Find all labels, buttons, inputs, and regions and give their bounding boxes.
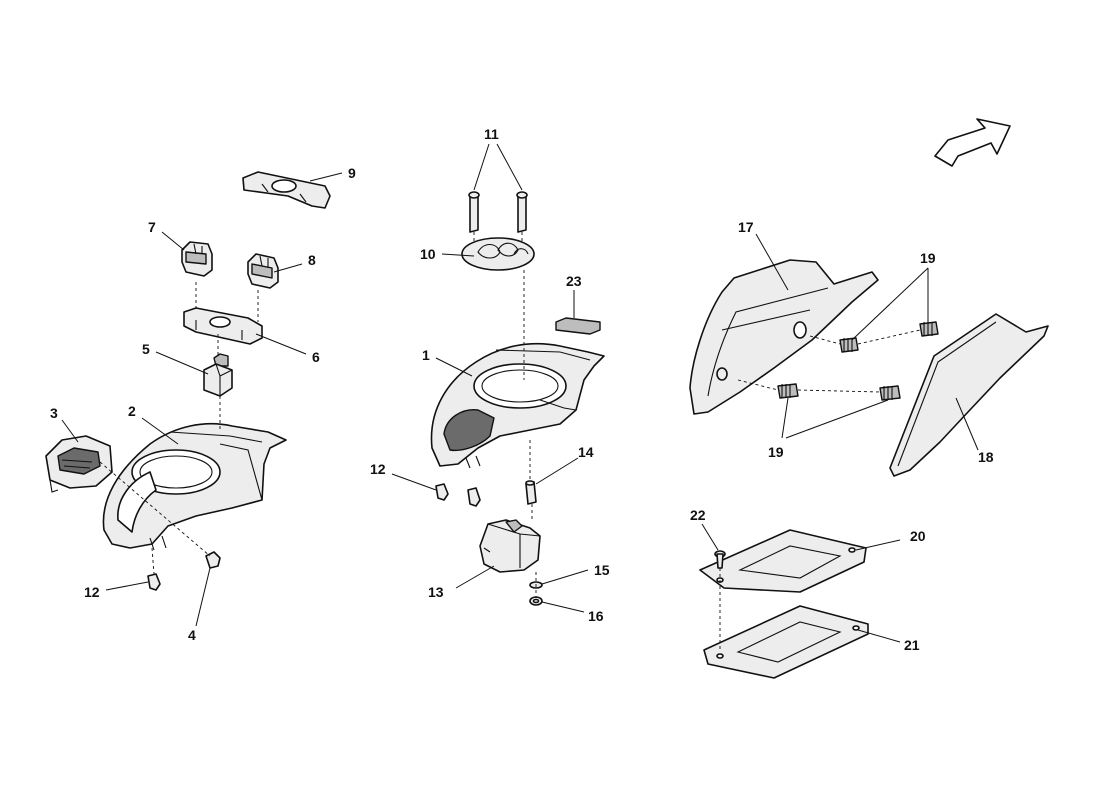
part-5-sensor (203, 353, 233, 397)
part-18-panel (889, 313, 1049, 477)
part-11-bolts (468, 191, 528, 233)
part-1-center-trim (430, 342, 605, 469)
part-14-pin (525, 480, 537, 505)
direction-arrow-icon (934, 118, 1011, 167)
part-12-clip-center (435, 483, 481, 507)
part-16-nut (529, 596, 543, 606)
callout-12-left: 12 (84, 584, 100, 600)
callout-14: 14 (578, 444, 594, 460)
part-10-cover-plate (461, 237, 535, 271)
callout-4: 4 (188, 627, 196, 643)
callout-8: 8 (308, 252, 316, 268)
callout-3: 3 (50, 405, 58, 421)
part-13-actuator (479, 519, 541, 573)
part-9-bracket (242, 171, 331, 209)
callout-19-top: 19 (920, 250, 936, 266)
callout-5: 5 (142, 341, 150, 357)
callout-2: 2 (128, 403, 136, 419)
callout-7: 7 (148, 219, 156, 235)
part-4-clip (205, 551, 221, 569)
callout-23: 23 (566, 273, 582, 289)
callout-1: 1 (422, 347, 430, 363)
part-3-control-unit (45, 435, 113, 493)
callout-6: 6 (312, 349, 320, 365)
part-12-clip-left (147, 573, 161, 591)
part-6-switch-carrier (183, 307, 263, 345)
callout-12-center: 12 (370, 461, 386, 477)
callout-18: 18 (978, 449, 994, 465)
part-17-lid (689, 259, 879, 415)
callout-10: 10 (420, 246, 436, 262)
callout-21: 21 (904, 637, 920, 653)
callout-15: 15 (594, 562, 610, 578)
callout-11: 11 (484, 126, 499, 142)
callout-9: 9 (348, 165, 356, 181)
callout-13: 13 (428, 584, 444, 600)
part-21-gasket (703, 605, 869, 679)
part-20-bracket (699, 529, 867, 593)
callout-16: 16 (588, 608, 604, 624)
part-8-switch (247, 253, 279, 289)
callout-17: 17 (738, 219, 754, 235)
part-22-screw (714, 550, 726, 569)
part-23-pad (555, 317, 601, 335)
callout-22: 22 (690, 507, 706, 523)
callout-labels: 1 2 3 4 5 6 7 8 9 10 11 12 12 13 14 15 1… (50, 126, 994, 653)
callout-19-bottom: 19 (768, 444, 784, 460)
part-7-switch (181, 241, 213, 277)
part-2-console-trim (102, 423, 287, 551)
part-19-springs (777, 321, 939, 401)
leader-lines (61, 143, 979, 643)
callout-20: 20 (910, 528, 926, 544)
